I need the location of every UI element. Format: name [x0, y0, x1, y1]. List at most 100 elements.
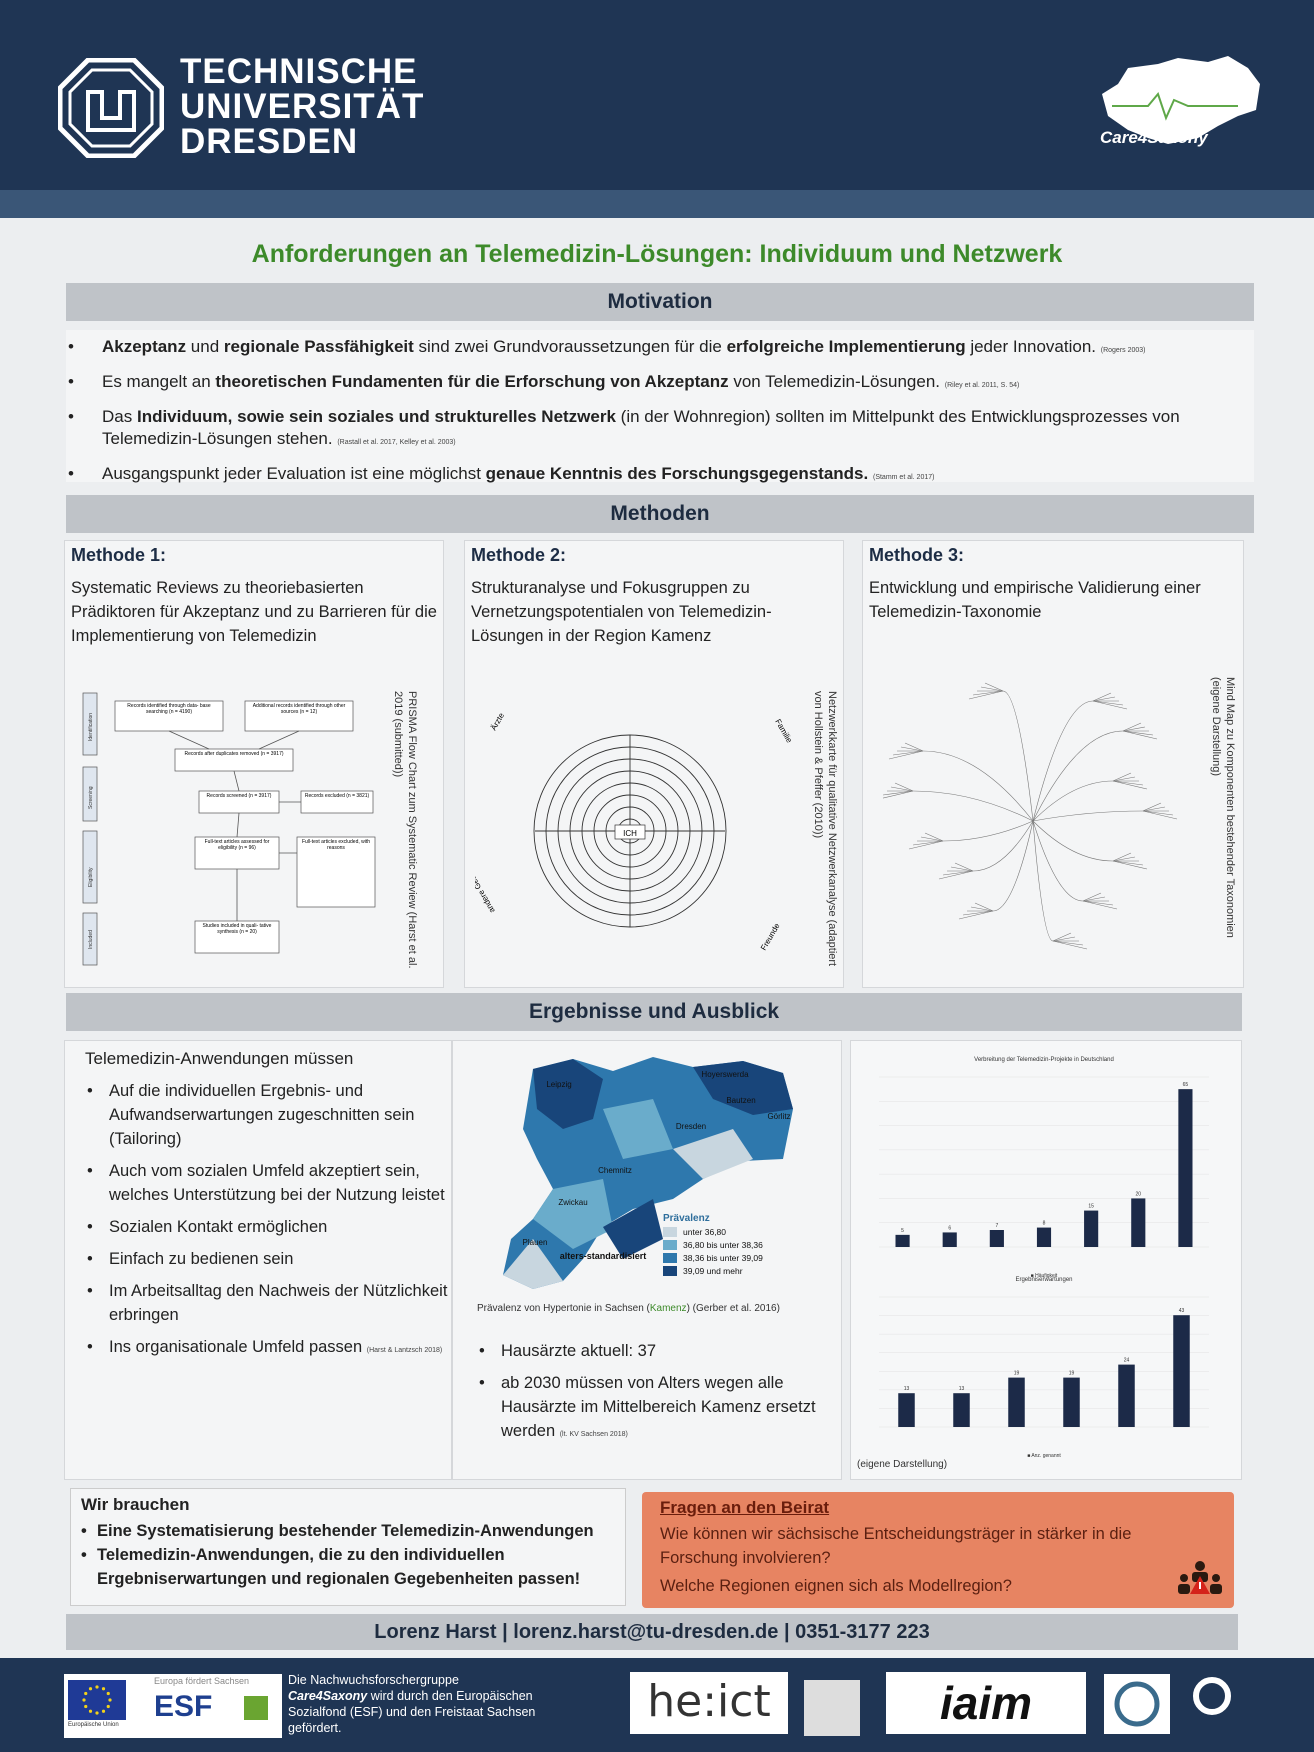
stage-screening	[82, 766, 98, 822]
methoden-heading: Methoden	[66, 495, 1254, 533]
mindmap-leaf	[1112, 852, 1132, 862]
stage-label: Included	[88, 930, 94, 949]
stage-identification	[82, 692, 98, 756]
mindmap-leaf	[1122, 730, 1158, 740]
chart-bar	[989, 1230, 1004, 1247]
eu-flag-icon	[68, 1680, 126, 1720]
mindmap-leaf	[958, 910, 994, 920]
mindmap-leaf	[888, 750, 924, 760]
eu-star	[101, 1687, 106, 1691]
ergebnisse-item: Auch vom sozialen Umfeld akzeptiert sein…	[85, 1159, 451, 1207]
mindmap-leaf	[1082, 900, 1114, 906]
contact-phone: 0351-3177 223	[795, 1621, 930, 1643]
prisma-box-text: Records after duplicates removed (n = 39…	[184, 751, 284, 757]
mindmap-leaf	[1112, 780, 1144, 786]
stage-included	[82, 912, 98, 966]
fragen-beirat-box: Fragen an den Beirat Wie können wir säch…	[642, 1492, 1234, 1608]
poster-title: Anforderungen an Telemedizin-Lösungen: I…	[251, 240, 1063, 268]
ergebnisse-heading: Ergebnisse und Ausblick	[66, 993, 1242, 1031]
partner-circle-logo-icon	[1104, 1674, 1170, 1734]
header-band	[0, 190, 1314, 218]
city-label: Plauen	[523, 1238, 548, 1247]
mindmap-leaf	[912, 840, 944, 846]
city-label: Chemnitz	[598, 1166, 632, 1175]
ergebnisse-intro: Telemedizin-Anwendungen müssen	[85, 1049, 354, 1068]
chart-telemedizin-projekte: Verbreitung der Telemedizin-Projekte in …	[879, 1057, 1209, 1279]
eu-star	[88, 1687, 93, 1691]
fact-item: Hausärzte aktuell: 37	[477, 1339, 827, 1363]
chart-note: (eigene Darstellung)	[857, 1459, 948, 1470]
mindmap-branch	[1032, 810, 1144, 822]
prisma-box-text: Additional records identified through ot…	[252, 703, 346, 715]
bar-value-label: 20	[1136, 1191, 1142, 1197]
eu-star	[84, 1691, 88, 1696]
mindmap-leaf	[1112, 860, 1144, 866]
motivation-item: Es mangelt an theoretischen Fundamenten …	[66, 371, 1254, 397]
sector-label: Ärzte	[489, 711, 506, 732]
city-label: Hoyerswerda	[701, 1070, 749, 1079]
saxony-map-logo-icon	[1102, 56, 1260, 144]
legend-swatch	[663, 1227, 677, 1237]
methode-3-caption-wrap: Mind Map zu Komponenten bestehender Taxo…	[1203, 677, 1239, 977]
chart-bar	[895, 1234, 910, 1247]
sector-label: andere Gesundheits-dienstleister	[475, 808, 497, 914]
city-label: Bautzen	[726, 1096, 755, 1105]
prisma-box-database	[114, 700, 224, 732]
sector-label: Freunde	[759, 921, 782, 952]
mindmap-branch	[1032, 780, 1114, 822]
mindmap-leaf	[1122, 722, 1142, 732]
mindmap-leaf	[980, 686, 1004, 692]
mindmap-leaf	[1052, 940, 1088, 950]
mindmap-leaf	[1082, 896, 1106, 902]
chart-bar	[898, 1393, 915, 1427]
wir-brauchen-item: Telemedizin-Anwendungen, die zu den indi…	[71, 1543, 625, 1591]
mindmap-leaf	[1122, 730, 1154, 736]
stage-label: Identification	[88, 713, 94, 741]
motivation-list: Akzeptanz und regionale Passfähigkeit si…	[66, 330, 1254, 489]
chart-bar	[1178, 1089, 1193, 1247]
ergebnisse-list-panel: Telemedizin-Anwendungen müssen Auf die i…	[64, 1040, 452, 1480]
network-map: ICH Ärzte Familie Freunde andere Gesundh…	[475, 711, 794, 952]
eu-star	[101, 1709, 106, 1713]
citation: (Rastall et al. 2017, Kelley et al. 2003…	[337, 439, 456, 446]
mindmap-leaf	[942, 870, 974, 876]
mindmap-leaf	[1052, 932, 1072, 942]
bar-value-label: 13	[904, 1386, 910, 1392]
wir-brauchen-heading: Wir brauchen	[81, 1495, 190, 1514]
mindmap-leaf	[904, 742, 924, 752]
methode-2-text: Strukturanalyse und Fokusgruppen zu Vern…	[471, 579, 772, 645]
contact-email[interactable]: lorenz.harst@tu-dresden.de	[513, 1621, 779, 1643]
mindmap-leaf	[1142, 806, 1166, 812]
eu-star	[106, 1691, 110, 1696]
city-label: Leipzig	[546, 1080, 571, 1089]
bar-value-label: 24	[1124, 1358, 1130, 1364]
mindmap-leaf	[938, 870, 974, 880]
motivation-heading: Motivation	[66, 283, 1254, 321]
mindmap-leaf	[1142, 802, 1162, 812]
chart-bar	[1084, 1210, 1099, 1247]
legend-label: 39,09 und mehr	[683, 1266, 743, 1276]
mindmap-leaf	[883, 790, 914, 796]
chart-title: Ergebniserwartungen	[1015, 1277, 1072, 1283]
eu-star	[84, 1704, 88, 1709]
methode-2-caption: Netzwerkkarte für qualitative Netzwerkan…	[812, 691, 838, 967]
taxonomy-mind-map	[883, 682, 1178, 950]
bar-value-label: 8	[1043, 1221, 1046, 1227]
legend-swatch	[663, 1266, 677, 1276]
methode-1-caption: PRISMA Flow Chart zum Systematic Review …	[392, 691, 418, 969]
wir-brauchen-item: Eine Systematisierung bestehender Teleme…	[71, 1519, 625, 1543]
mindmap-leaf	[890, 786, 914, 792]
mindmap-leaf	[1092, 696, 1116, 702]
mindmap-leaf	[984, 682, 1004, 692]
mindmap-leaf	[908, 840, 944, 850]
eu-star	[106, 1704, 110, 1709]
mindmap-leaf	[1052, 940, 1084, 946]
ergebnisse-item: Einfach zu bedienen sein	[85, 1247, 451, 1271]
heict-logo: he:ict	[630, 1672, 788, 1734]
group-warning-icon	[1178, 1561, 1222, 1594]
ergebnisse-list: Auf die individuellen Ergebnis- und Aufw…	[85, 1079, 451, 1363]
prisma-box-text: Records screened (n = 3917)	[206, 793, 272, 799]
prisma-box-text: Full-text articles excluded, with reason…	[301, 839, 371, 851]
